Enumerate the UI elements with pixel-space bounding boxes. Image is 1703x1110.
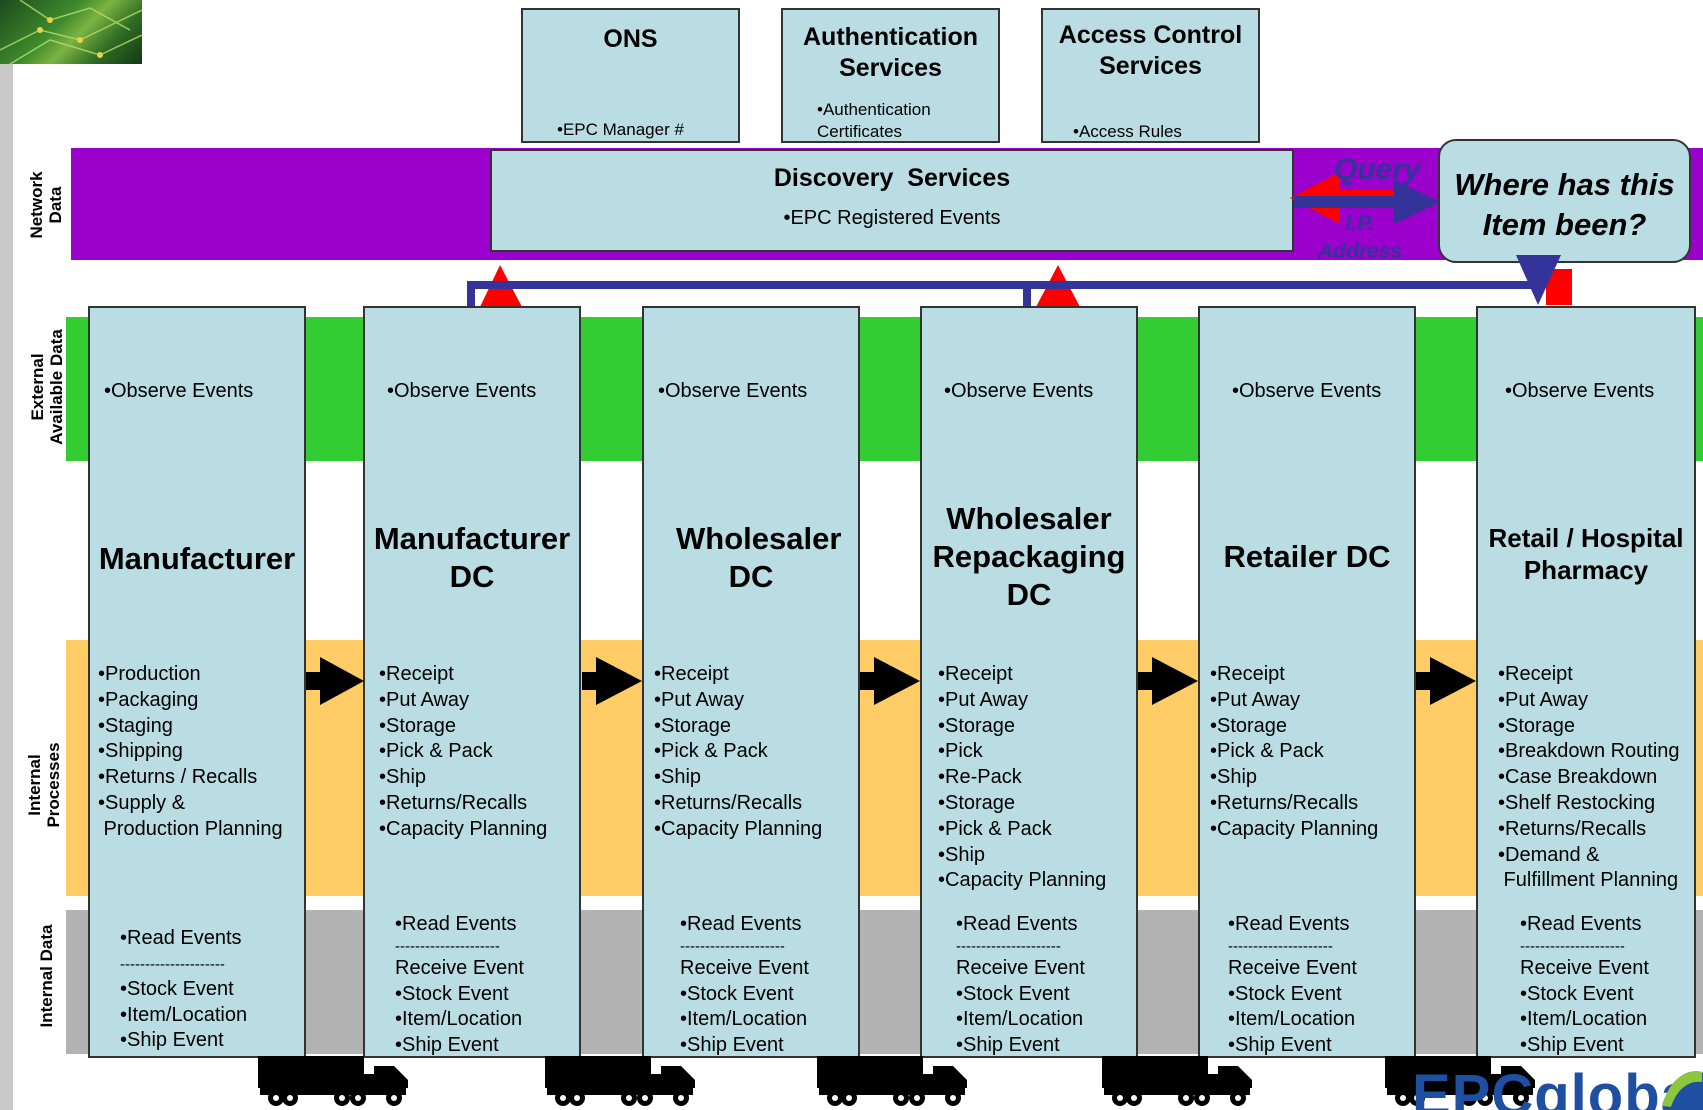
- column-title: Manufacturer DC: [373, 521, 571, 594]
- observe-events: •Observe Events: [1232, 380, 1382, 402]
- where-has-item-been-callout: Where has this Item been?: [1438, 139, 1691, 263]
- observe-events: •Observe Events: [944, 380, 1094, 402]
- process-list: •Receipt•Put Away•Storage•Breakdown Rout…: [1498, 663, 1680, 892]
- authentication-detail: •Authentication Certificates: [817, 100, 931, 141]
- process-list: •Receipt•Put Away•Storage•Pick & Pack•Sh…: [379, 663, 548, 840]
- truck-icon-4: [1102, 1056, 1252, 1106]
- column-title: Wholesaler Repackaging DC: [932, 501, 1126, 612]
- access-control-detail: •Access Rules: [1073, 122, 1182, 141]
- ons-detail: •EPC Manager #: [557, 120, 684, 139]
- process-list: •Receipt•Put Away•Storage•Pick•Re-Pack•S…: [938, 663, 1107, 892]
- callout-text: Where has this Item been?: [1454, 167, 1675, 242]
- ons-box: ONS •EPC Manager #: [521, 8, 740, 143]
- observe-events: •Observe Events: [104, 380, 254, 402]
- truck-icon-2: [545, 1056, 695, 1106]
- discovery-connector: [467, 255, 1572, 311]
- column-manufacturer-dc: •Observe Events Manufacturer DC •Receipt…: [363, 306, 581, 1058]
- read-events-list: •Read Events---------------------Receive…: [1520, 913, 1649, 1057]
- column-title: Retail / Hospital Pharmacy: [1488, 523, 1684, 585]
- column-title: Retailer DC: [1223, 539, 1391, 574]
- read-events-list: •Read Events---------------------Receive…: [680, 913, 809, 1057]
- column-retailer-dc: •Observe Events Retailer DC •Receipt•Put…: [1198, 306, 1416, 1058]
- network-data-label-line1: Network: [27, 171, 46, 239]
- internal-data-band: [66, 910, 1703, 1054]
- access-control-title: Access Control Services: [1058, 21, 1243, 80]
- internal-processes-label-line2: Processes: [44, 742, 63, 828]
- external-data-label-line2: Available Data: [47, 329, 66, 445]
- epcglobal-logo-text: EPCglobal: [1412, 1066, 1703, 1110]
- process-list: •Receipt•Put Away•Storage•Pick & Pack•Sh…: [654, 663, 823, 840]
- external-data-label-line1: External: [28, 353, 47, 421]
- column-wholesaler-repackaging-dc: •Observe Events Wholesaler Repackaging D…: [920, 306, 1138, 1058]
- horizontal-connector: [467, 281, 1542, 289]
- truck-icon-3: [817, 1056, 967, 1106]
- external-data-band: [66, 317, 1703, 461]
- circuit-board-thumbnail: [0, 0, 143, 65]
- access-control-services-box: Access Control Services •Access Rules: [1041, 8, 1260, 143]
- observe-events: •Observe Events: [1505, 380, 1655, 402]
- column-manufacturer: •Observe Events Manufacturer •Production…: [88, 306, 306, 1058]
- flow-arrows: [306, 657, 1476, 705]
- read-events-list: •Read Events---------------------Receive…: [956, 913, 1085, 1057]
- query-arrow: [1294, 180, 1440, 224]
- query-label: Query: [1334, 153, 1421, 186]
- discovery-detail: •EPC Registered Events: [783, 207, 1001, 229]
- discovery-title: Discovery Services: [773, 164, 1011, 192]
- observe-events: •Observe Events: [658, 380, 808, 402]
- process-list: •Receipt•Put Away•Storage•Pick & Pack•Sh…: [1210, 663, 1379, 840]
- internal-processes-label-line1: Internal: [25, 754, 44, 816]
- flow-arrow-3: [860, 657, 920, 705]
- column-title: Manufacturer: [98, 541, 296, 576]
- read-events-list: •Read Events---------------------•Stock …: [120, 927, 248, 1052]
- truck-icon-1: [258, 1056, 408, 1106]
- process-list: •Production•Packaging•Staging•Shipping•R…: [98, 663, 283, 840]
- column-title: Wholesaler DC: [676, 521, 842, 594]
- flow-arrow-1: [306, 657, 364, 705]
- read-events-list: •Read Events---------------------Receive…: [395, 913, 524, 1057]
- authentication-services-box: Authentication Services •Authentication …: [781, 8, 1000, 143]
- left-sidebar-strip: [0, 0, 13, 1110]
- query-arrows: [1290, 172, 1440, 224]
- network-data-label-line2: Data: [46, 186, 65, 224]
- discovery-services-box: Discovery Services •EPC Registered Event…: [490, 149, 1294, 252]
- authentication-title: Authentication Services: [803, 23, 978, 82]
- column-wholesaler-dc: •Observe Events Wholesaler DC •Receipt•P…: [642, 306, 860, 1058]
- down-arrow-to-pharmacy: [1516, 255, 1561, 305]
- ons-title: ONS: [603, 25, 658, 53]
- observe-events: •Observe Events: [387, 380, 537, 402]
- flow-arrow-5: [1416, 657, 1476, 705]
- read-events-list: •Read Events---------------------Receive…: [1228, 913, 1357, 1057]
- internal-data-label: Internal Data: [37, 924, 56, 1028]
- column-retail-hospital-pharmacy: •Observe Events Retail / Hospital Pharma…: [1476, 306, 1696, 1058]
- flow-arrow-2: [582, 657, 642, 705]
- logo-swoosh-icon: [1662, 1071, 1702, 1110]
- ip-address-label: I.P. Address: [1317, 212, 1403, 263]
- circuit-traces-icon: [0, 0, 143, 65]
- epcglobal-logo: EPCglobal: [1412, 1066, 1703, 1110]
- flow-arrow-4: [1138, 657, 1198, 705]
